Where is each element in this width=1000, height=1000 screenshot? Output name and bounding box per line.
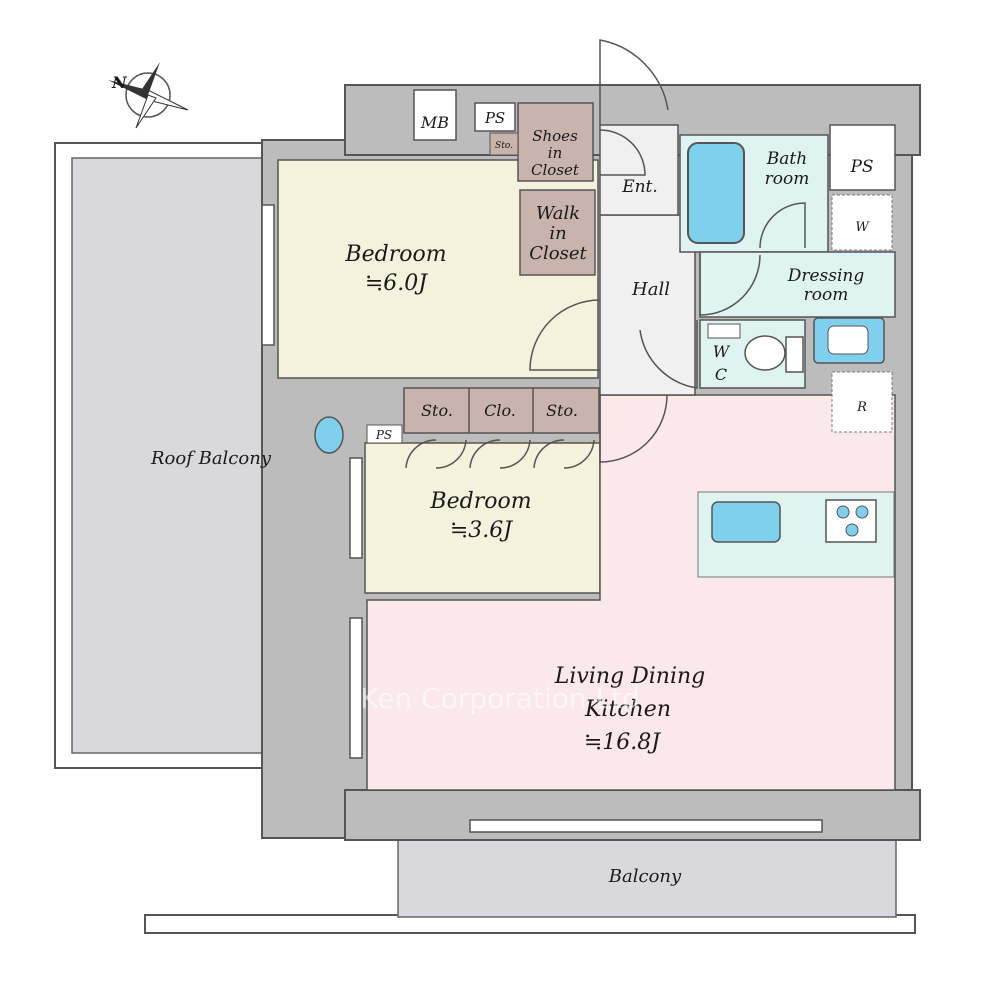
windows (261, 204, 823, 833)
room-labels: Bedroom ≒6.0J Bedroom ≒3.6J Living Dinin… (150, 127, 864, 887)
walk-in-closet-line1: Walk (536, 203, 580, 224)
bedroom-large-door (529, 299, 601, 371)
shoes-closet-line3: Closet (531, 161, 580, 179)
ldk-name-line2: Kitchen (584, 697, 671, 722)
bedroom-large-size: ≒6.0J (365, 271, 428, 296)
rooms (277, 124, 896, 791)
ps-bath-box (829, 124, 896, 191)
balcony (144, 834, 916, 934)
closets (366, 89, 600, 444)
burner-icon (855, 505, 869, 519)
ldk-size: ≒16.8J (584, 730, 661, 755)
burner-icon (845, 523, 859, 537)
doors (405, 39, 806, 469)
fridge-label: R (856, 400, 867, 415)
walk-in-closet (519, 189, 596, 276)
kitchen-counter (697, 491, 895, 578)
ldk-name-line1: Living Dining (554, 664, 706, 689)
storage-row (403, 387, 600, 434)
watermark: Ken Corporation Ltd (360, 682, 640, 715)
bedroom-large-name: Bedroom (344, 242, 446, 267)
balcony-label: Balcony (608, 866, 682, 887)
dressing-label-line2: room (804, 285, 849, 305)
ps-top-label: PS (484, 109, 505, 127)
ldk-west-window (349, 617, 363, 759)
closet-doors (405, 439, 595, 469)
washbasin-bowl-icon (827, 325, 869, 355)
ps-bedroom-box (366, 424, 403, 444)
bedroom-small-window (349, 457, 363, 559)
ldk-door (599, 394, 668, 463)
roof-balcony-label: Roof Balcony (150, 448, 272, 469)
bathroom-door (759, 202, 806, 249)
compass-needle-east (140, 62, 160, 95)
ldk-south-window (469, 819, 823, 833)
shoes-closet-door (599, 129, 646, 176)
bathroom-label-line1: Bath (766, 149, 807, 169)
fridge-space (831, 371, 893, 433)
toilet-icon (744, 335, 786, 371)
washer-space (831, 194, 893, 251)
wc-handbasin-icon (707, 323, 741, 339)
compass: N (108, 62, 189, 129)
shoes-closet-line1: Shoes (532, 127, 578, 145)
sto-right-label: Sto. (546, 401, 578, 420)
wc-door (639, 320, 698, 389)
compass-needle-north (108, 80, 148, 100)
outdoor-faucet-icon (314, 416, 344, 454)
mb-box (413, 89, 457, 141)
toilet-tank-icon (785, 336, 804, 373)
wc-label-line2: C (715, 365, 727, 384)
sto-small-label: Sto. (495, 141, 513, 151)
bedroom-small-floor (364, 442, 601, 594)
bathtub-icon (687, 142, 745, 244)
balcony-floor (397, 834, 897, 918)
front-door (599, 39, 669, 125)
shoes-closet-line2: in (548, 144, 562, 162)
sto-left-label: Sto. (421, 401, 453, 420)
small-labels: MB PS PS PS Sto. Sto. Clo. Sto. W R (375, 109, 874, 442)
burner-icon (836, 505, 850, 519)
entrance-label: Ent. (621, 177, 658, 197)
hall-floor (599, 214, 696, 396)
bedroom-small-name: Bedroom (429, 489, 531, 514)
bedroom-small-size: ≒3.6J (450, 518, 513, 543)
bedroom-large-window (261, 204, 275, 346)
compass-needle-west (135, 94, 157, 129)
walk-in-closet-line3: Closet (529, 243, 587, 264)
washer-label: W (855, 220, 870, 235)
walk-in-closet-line2: in (549, 223, 566, 244)
ps-bedroom-label: PS (375, 428, 392, 442)
compass-north-label: N (111, 73, 128, 92)
wc-label-line1: W (713, 342, 731, 361)
bathroom-label-line2: room (765, 169, 810, 189)
hall-label: Hall (631, 279, 670, 300)
clo-label: Clo. (484, 401, 516, 420)
entrance-floor (599, 124, 679, 216)
ps-top-box (474, 102, 516, 132)
dressing-door (699, 252, 761, 316)
sto-small-box (489, 132, 519, 156)
ps-bath-label: PS (849, 157, 873, 177)
mb-label: MB (420, 113, 449, 132)
bath-fixtures (314, 142, 885, 454)
kitchen-sink-icon (711, 501, 781, 543)
dressing-label-line1: Dressing (787, 266, 865, 286)
compass-ring (125, 72, 171, 118)
shoes-in-closet (517, 102, 594, 182)
